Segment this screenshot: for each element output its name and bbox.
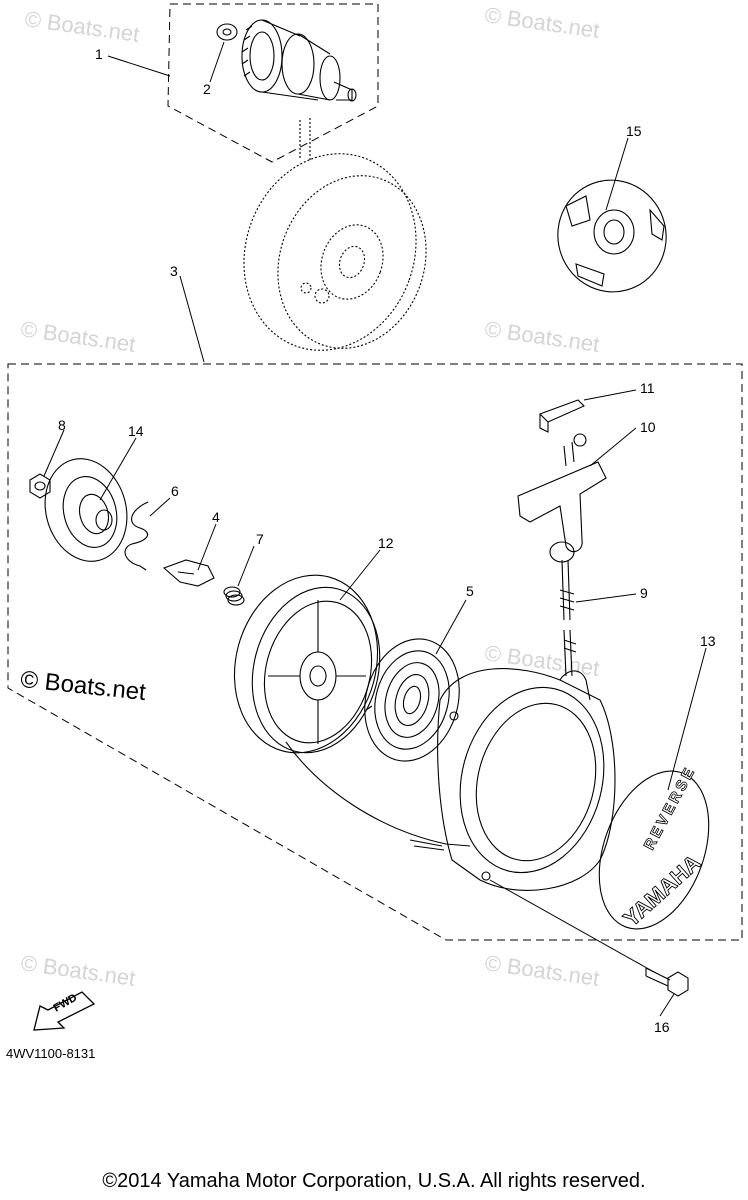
watermark-1: © Boats.net: [23, 6, 141, 47]
flywheel-part-3: [243, 118, 427, 351]
watermark-7: © Boats.net: [483, 950, 601, 991]
watermark-6: © Boats.net: [19, 950, 137, 991]
callout-13: 13: [700, 633, 716, 649]
callout-9: 9: [640, 585, 648, 601]
emblem-part-13: REVERSE YAMAHA: [598, 763, 710, 932]
recoil-starter-group-box: [7, 363, 743, 941]
callout-3: 3: [170, 263, 178, 279]
recoil-case: [285, 668, 616, 891]
drive-plate-part-15: [557, 179, 667, 293]
callout-16: 16: [654, 1019, 670, 1035]
callout-8: 8: [58, 417, 66, 433]
spiral-spring-part-5: [364, 638, 460, 762]
watermark-4: © Boats.net: [483, 316, 601, 357]
callout-10: 10: [640, 419, 656, 435]
callout-2: 2: [203, 81, 211, 97]
callout-labels: 1 2 3 4 5 6 7 8 9 10 11 12 13 14 15 16: [58, 46, 716, 1035]
washer-part-2: [216, 23, 238, 41]
fwd-label: FWD: [52, 992, 80, 1015]
callout-11: 11: [640, 380, 655, 396]
emblem-brand-text: YAMAHA: [618, 850, 705, 932]
callout-14: 14: [128, 423, 144, 439]
clip-part-6: [124, 501, 149, 571]
callout-4: 4: [212, 509, 220, 525]
emblem-reverse-text: REVERSE: [641, 763, 700, 853]
callout-12: 12: [378, 535, 394, 551]
callout-5: 5: [466, 583, 474, 599]
friction-plate-part-14: [44, 458, 128, 562]
watermark-2: © Boats.net: [483, 2, 601, 43]
callout-6: 6: [171, 483, 179, 499]
callout-1: 1: [95, 46, 103, 62]
callout-7: 7: [256, 531, 264, 547]
callout-15: 15: [626, 123, 642, 139]
starter-clutch-group-box: [167, 3, 379, 163]
copyright-notice: ©2014 Yamaha Motor Corporation, U.S.A. A…: [102, 1170, 646, 1192]
bolt-part-16: [645, 967, 689, 997]
handle-cap-part-11: [539, 399, 585, 433]
pawl-part-4: [162, 559, 215, 587]
nut-part-8: [29, 473, 51, 499]
watermark-3: © Boats.net: [19, 316, 137, 357]
fwd-arrow-icon: FWD: [33, 991, 96, 1031]
starter-handle-part-10: [517, 433, 607, 563]
leader-lines: [43, 41, 707, 1017]
starter-clutch-part-1: [241, 19, 357, 102]
rope-part-9: [559, 559, 577, 677]
spring-part-7: [223, 586, 245, 606]
diagram-code: 4WV1100-8131: [6, 1046, 96, 1061]
